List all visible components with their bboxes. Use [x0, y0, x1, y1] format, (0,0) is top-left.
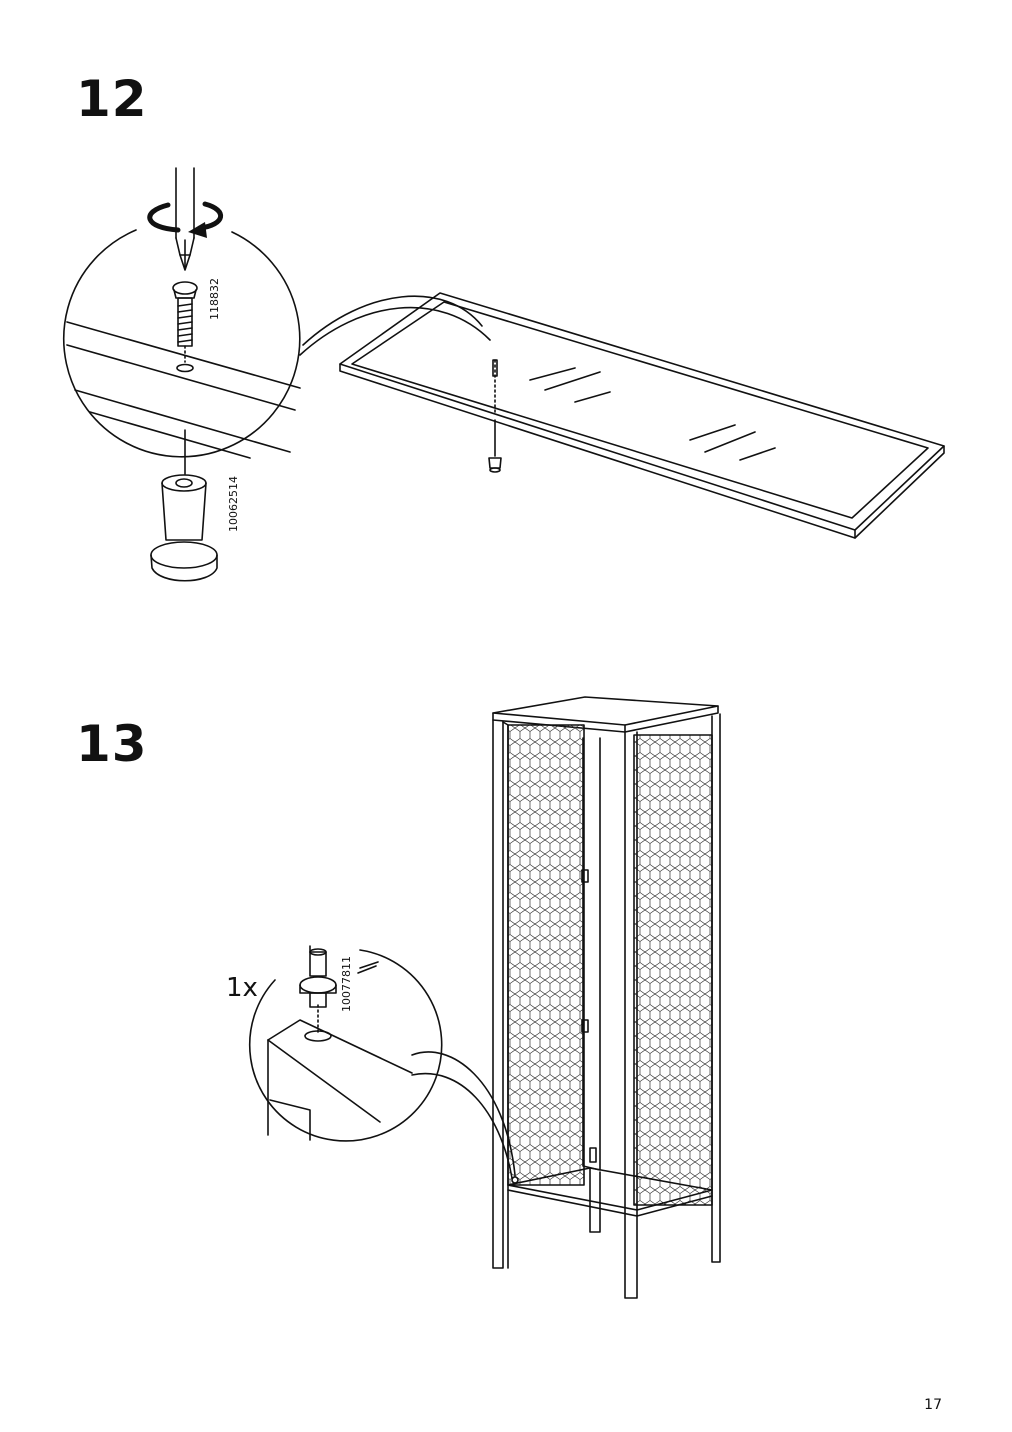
part-number-118832: 118832 [208, 278, 221, 320]
shelf-detail [66, 321, 301, 475]
screwdriver-icon [175, 167, 195, 271]
dowel-icon [299, 945, 337, 1008]
detail-circle [62, 229, 301, 458]
step-12-illustration [62, 167, 945, 582]
foot-icon [150, 474, 218, 582]
step-13-number: 13 [76, 715, 148, 773]
part-number-10062514: 10062514 [227, 476, 240, 532]
quantity-label: 1x [226, 973, 258, 1003]
step-12-number: 12 [76, 70, 148, 128]
step-13-illustration [248, 696, 721, 1299]
detail-leader [411, 1051, 516, 1176]
glass-shelf [339, 292, 945, 539]
page-number: 17 [924, 1397, 942, 1413]
detail-circle [248, 949, 443, 1142]
cabinet [492, 696, 721, 1299]
part-number-10077811: 10077811 [340, 956, 353, 1012]
screw-icon [172, 281, 198, 363]
rotation-arrow-icon [147, 201, 224, 238]
detail-leader [299, 306, 491, 356]
